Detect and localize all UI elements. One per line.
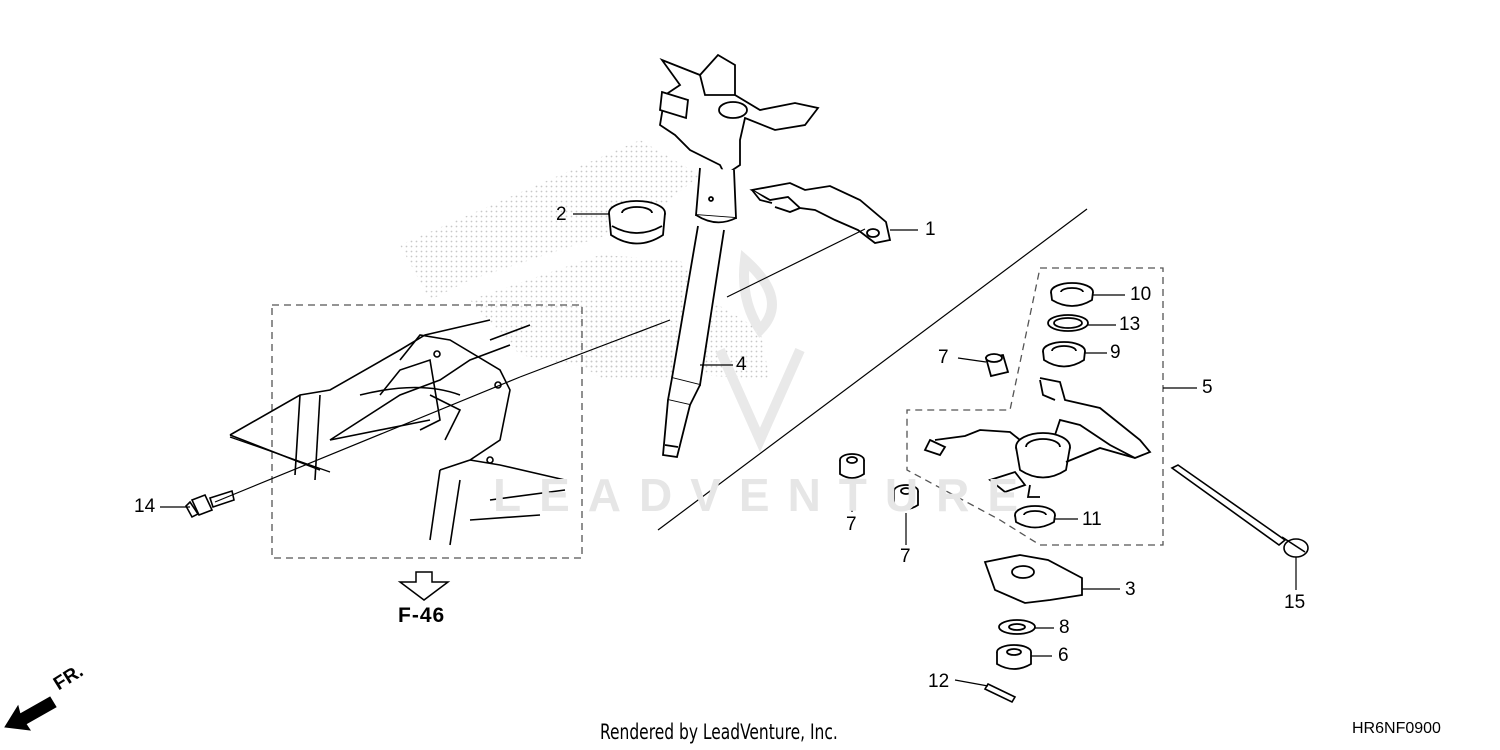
watermark-emblem	[715, 249, 805, 453]
callout-2: 2	[556, 204, 567, 225]
footer-credit: Rendered by LeadVenture, Inc.	[600, 720, 838, 744]
arm-assembly-box	[906, 267, 1164, 546]
frame-reference-box	[271, 304, 583, 559]
bolt-14	[185, 489, 235, 519]
front-direction-arrow	[4, 696, 57, 731]
callout-7-right: 7	[900, 546, 911, 567]
callout-12: 12	[928, 671, 950, 692]
callout-14: 14	[134, 496, 156, 517]
flange-nut-7-c	[893, 484, 919, 510]
dust-seal-11	[1014, 505, 1056, 529]
steering-shaft-clamp-1	[749, 182, 892, 244]
diagram-code: HR6NF0900	[1352, 720, 1441, 737]
washer-8	[998, 619, 1036, 635]
flange-nut-7-b	[839, 453, 865, 479]
circlip-13	[1047, 314, 1089, 332]
callout-leaders	[160, 213, 1297, 687]
callout-15: 15	[1284, 592, 1306, 613]
callout-5: 5	[1202, 377, 1213, 398]
callout-1: 1	[925, 219, 936, 240]
callout-10: 10	[1130, 284, 1152, 305]
callout-7-left: 7	[846, 514, 857, 535]
cotter-pin-12	[983, 682, 1017, 704]
oil-seal-10	[1050, 282, 1094, 307]
callout-13: 13	[1119, 314, 1141, 335]
callout-7-top: 7	[938, 347, 949, 368]
callout-8: 8	[1059, 617, 1070, 638]
steering-plate-3	[983, 554, 1083, 604]
callout-6: 6	[1058, 645, 1069, 666]
steering-arm-5	[923, 377, 1152, 498]
watermark-text: LEADVENTURE	[493, 469, 1037, 521]
bearing-holder-2	[608, 200, 666, 245]
steering-shaft-4	[659, 53, 820, 459]
reference-arrow	[397, 571, 451, 601]
bearing-9	[1042, 341, 1086, 368]
castle-nut-6	[996, 644, 1032, 670]
callout-3: 3	[1125, 579, 1136, 600]
reference-code: F-46	[398, 604, 446, 627]
callout-11: 11	[1082, 509, 1102, 530]
flange-nut-7-a	[984, 353, 1010, 378]
bolt-15	[1170, 464, 1309, 558]
frame-bracket	[229, 319, 566, 546]
diagram-lines	[214, 208, 1088, 531]
callout-9: 9	[1110, 342, 1121, 363]
callout-4: 4	[736, 354, 747, 375]
